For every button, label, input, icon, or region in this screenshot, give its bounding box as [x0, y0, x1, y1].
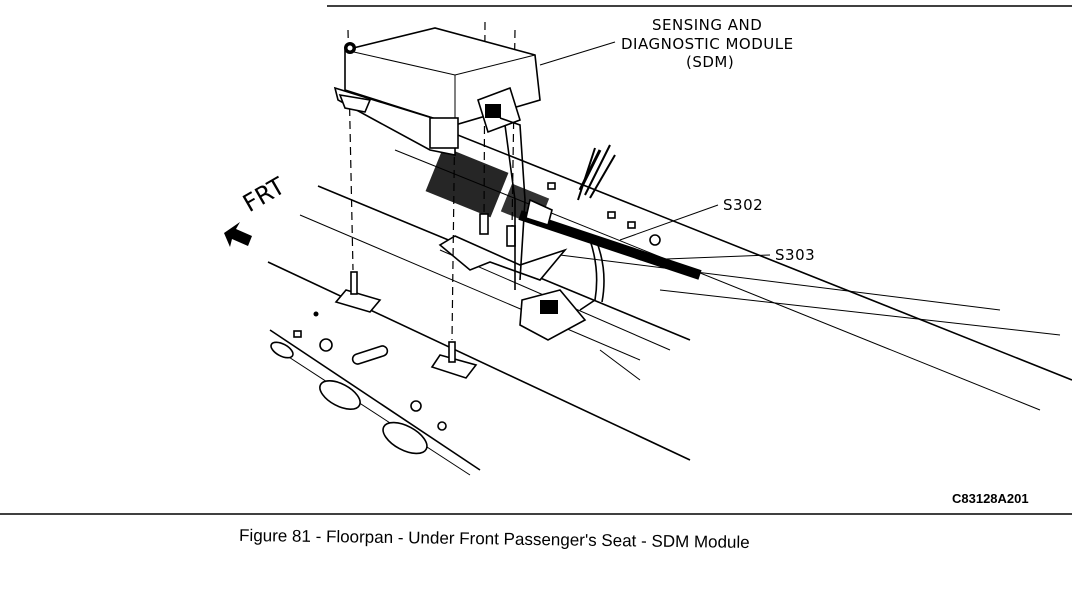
s302-label: S302	[723, 196, 763, 214]
front-direction-indicator: FRT	[224, 172, 290, 247]
figure-code: C83128A201	[952, 491, 1029, 506]
sdm-label-line3: (SDM)	[686, 53, 734, 71]
leader-lines	[539, 41, 771, 261]
frt-label: FRT	[238, 172, 290, 218]
front-arrow-icon	[224, 222, 252, 247]
wiring-harness	[499, 117, 702, 341]
sdm-label-line1: SENSING AND	[652, 16, 762, 34]
sdm-label-line2: DIAGNOSTIC MODULE	[621, 35, 794, 53]
s303-label: S303	[775, 246, 815, 264]
floorpan	[267, 99, 1072, 476]
sdm-module	[333, 27, 541, 247]
figure-caption: Figure 81 - Floorpan - Under Front Passe…	[239, 526, 750, 552]
